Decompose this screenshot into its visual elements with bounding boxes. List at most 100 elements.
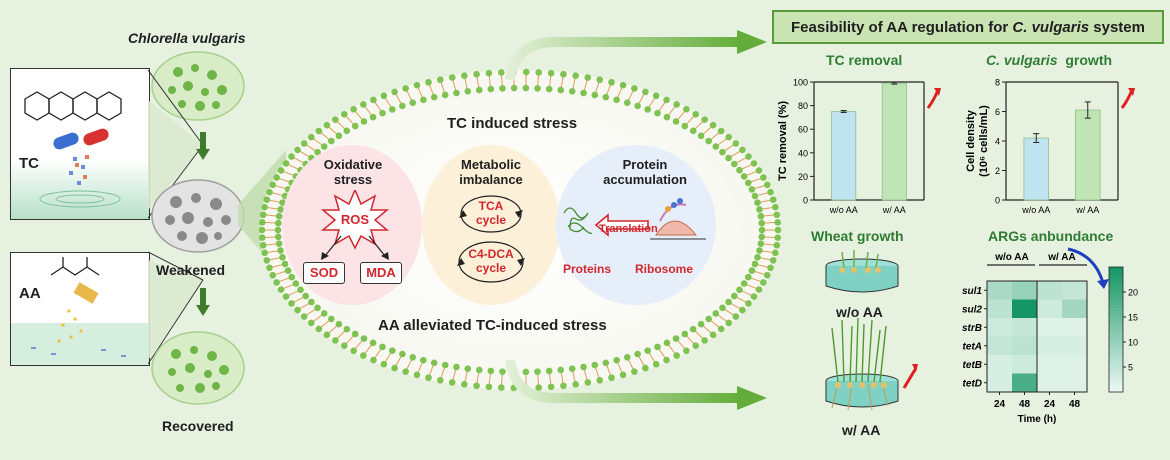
heatmap-cell [1037,318,1062,337]
lipid-tail [464,371,468,382]
colorbar-segment [1109,295,1123,299]
weakened-algae-image [150,178,246,254]
lipid-head [420,356,427,364]
lipid-tail [395,356,402,366]
lipid-head [473,70,480,78]
bar [1023,137,1049,201]
heatmap-cell [1062,336,1087,355]
lipid-head [274,219,282,227]
heatmap-cell [1062,318,1087,337]
lipid-head [261,249,269,257]
lipid-tail [549,373,552,384]
heatmap-cell [1062,355,1087,374]
lipid-head [473,382,480,390]
lipid-tail [537,75,539,86]
heatmap-cell [987,281,1012,300]
group-label: w/o AA [994,252,1029,263]
heatmap-cell [1037,336,1062,355]
lipid-head [522,84,530,92]
lipid-head [409,353,417,361]
bar [831,111,857,201]
lipid-tail [345,335,354,344]
lipid-tail [320,132,330,140]
lipid-head [763,181,771,189]
lipid-tail [488,76,491,87]
lipid-head [380,360,388,368]
aa-molecule-panel: AA [10,252,150,366]
lipid-head [642,364,649,372]
lipid-tail [694,330,703,339]
aa-label: AA [19,285,41,302]
lipid-head [259,241,267,249]
lipid-tail [617,87,623,98]
lipid-head [485,69,493,77]
lipid-tail [488,373,491,384]
colorbar-segment [1109,335,1123,340]
lipid-head [769,196,777,203]
lipid-head [771,249,779,257]
lipid-head [652,92,660,100]
lipid-tail [395,94,402,104]
lipid-tail [595,82,600,93]
lipid-head [740,173,748,180]
lipid-head [379,109,386,117]
lipid-head [323,121,331,129]
colorbar-segment [1109,388,1123,393]
lipid-tail [328,126,337,135]
lipid-head [748,186,756,193]
colorbar-segment [1109,338,1123,343]
lipid-head [717,325,725,333]
lipid-head [732,313,740,320]
cycles-diagram [457,195,525,283]
metabolic-imbalance-zone [422,145,560,305]
tc-molecule-panel: TC [10,68,150,220]
lipid-tail [572,371,576,382]
lipid-tail [638,356,645,366]
lipid-tail [560,372,564,383]
colorbar-label: 5 [1128,363,1133,373]
column-label: 24 [994,399,1006,410]
lipid-tail [328,325,337,334]
lipid-tail [269,199,280,203]
lipid-tail [417,87,423,98]
lipid-head [619,81,627,89]
ros-diagram: ROS [320,190,390,260]
y-tick-label: 100 [793,78,808,88]
lipid-tail [668,106,676,116]
colorbar-segment [1109,323,1123,327]
colorbar-segment [1109,270,1123,274]
lipid-head [709,121,717,129]
lipid-head [448,379,456,386]
lipid-head [534,85,541,92]
lipid-tail [730,150,741,157]
lipid-tail [717,314,727,322]
lipid-tail [677,111,685,120]
lipid-head [763,271,771,279]
lipid-head [282,293,290,300]
lipid-head [725,133,733,141]
lipid-head [475,86,483,94]
lipid-head [681,330,689,338]
lipid-head [399,102,406,110]
lipid-tail [730,303,741,310]
lipid-tail [717,138,727,146]
lipid-tail [337,121,346,130]
heatmap-cell [987,299,1012,318]
lipid-head [584,379,592,386]
lipid-head [689,127,697,135]
lipid-head [568,88,576,95]
lipid-head [608,78,615,86]
protein-title: Protein accumulation [603,157,687,187]
translation-diagram [563,198,706,240]
lipid-head [453,89,460,97]
colorbar-label: 15 [1128,313,1138,323]
lipid-tail [501,374,503,385]
lipid-tail [306,309,316,316]
y-tick-label: 8 [995,78,1000,88]
colorbar-segment [1109,329,1123,334]
lipid-tail [306,144,316,151]
lipid-head [756,206,763,213]
growth-title-species: C. vulgaris [986,52,1058,68]
lipid-head [623,353,631,361]
